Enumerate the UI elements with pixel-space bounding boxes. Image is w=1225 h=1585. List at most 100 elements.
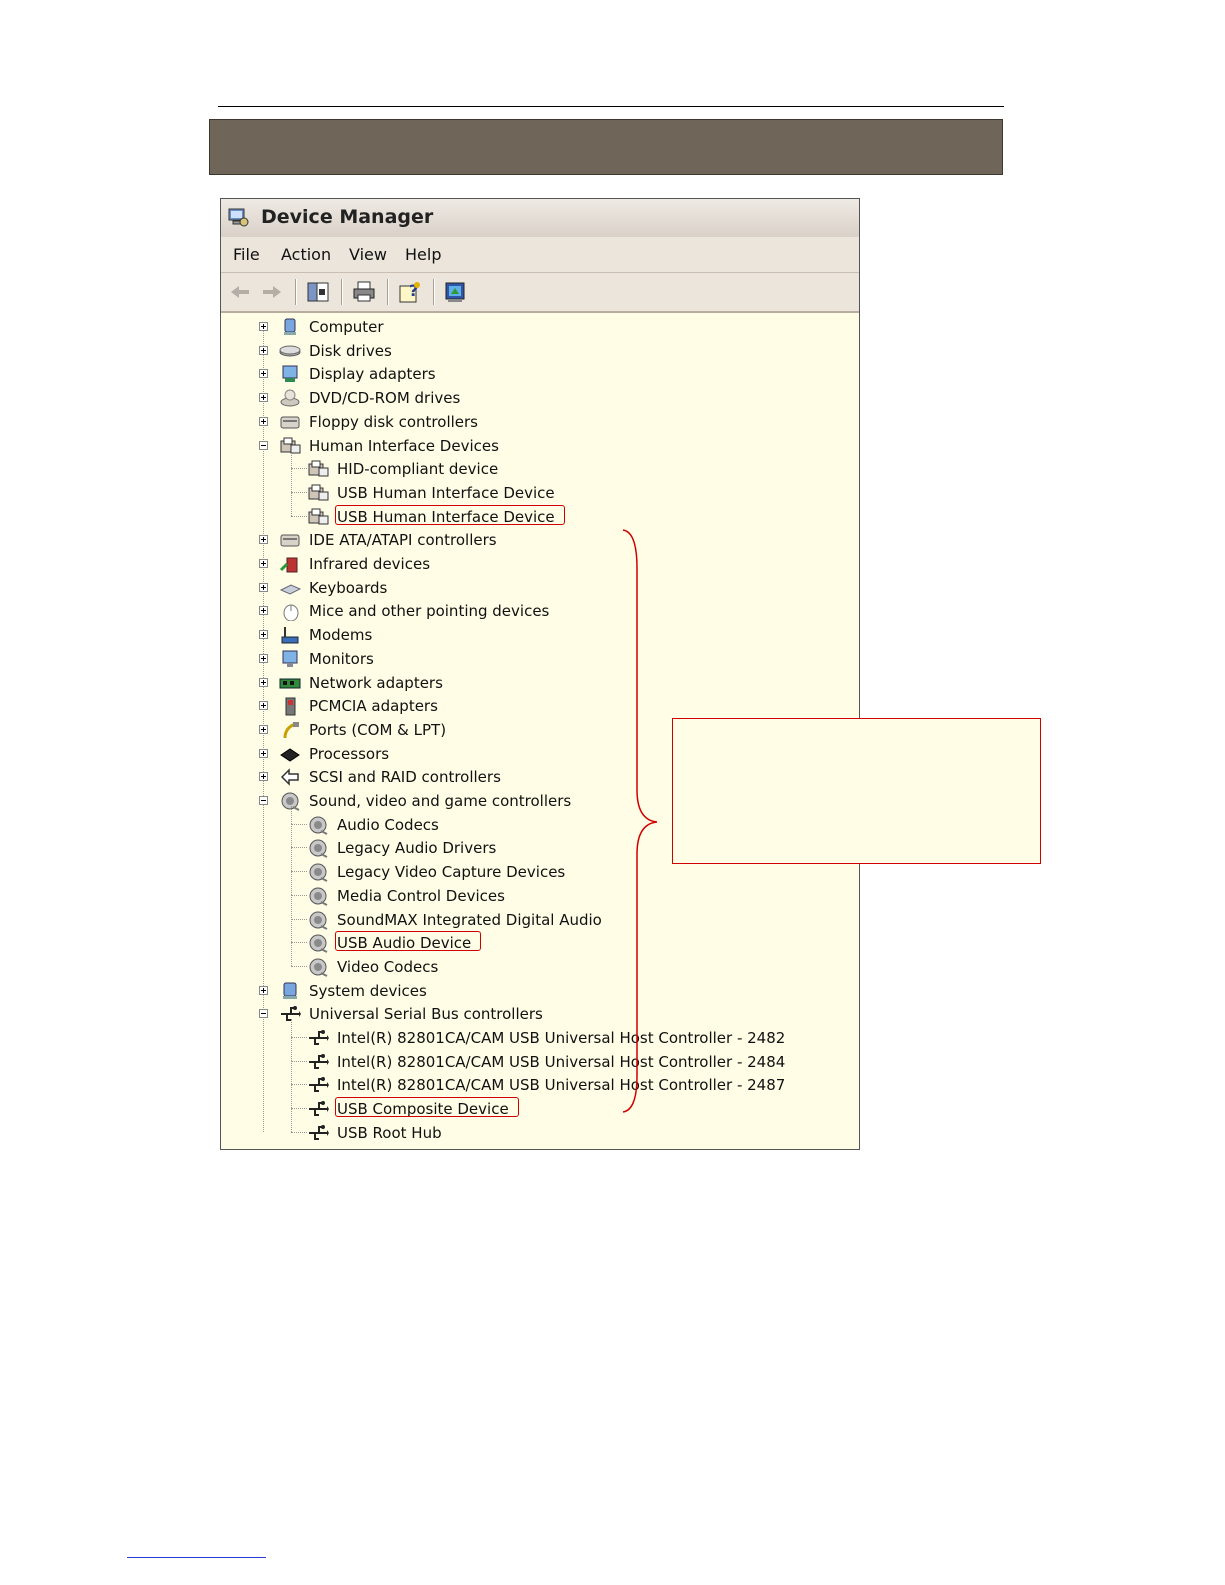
forward-arrow-icon[interactable]: [259, 280, 285, 304]
expand-icon[interactable]: [259, 677, 268, 687]
tree-category[interactable]: SCSI and RAID controllers: [221, 766, 859, 789]
tree-category[interactable]: Infrared devices: [221, 553, 859, 576]
tree-item-label: Infrared devices: [309, 555, 431, 573]
sound-icon: [309, 958, 328, 977]
usb-icon: [281, 1006, 301, 1022]
tree-item-label: SoundMAX Integrated Digital Audio: [337, 910, 602, 929]
tree-category[interactable]: Modems: [221, 624, 859, 647]
tree-device[interactable]: Media Control Devices: [221, 885, 859, 908]
menu-action[interactable]: Action: [281, 245, 332, 264]
expand-icon[interactable]: [259, 535, 268, 545]
processor-icon: [280, 747, 300, 762]
sound-icon: [309, 887, 328, 906]
controller-icon: [280, 534, 300, 547]
tree-category[interactable]: DVD/CD-ROM drives: [221, 387, 859, 410]
expand-icon[interactable]: [259, 701, 268, 711]
expand-icon[interactable]: [259, 369, 268, 379]
tree-category[interactable]: Computer: [221, 316, 859, 339]
tree-item-label: Sound, video and game controllers: [309, 792, 572, 810]
tree-category[interactable]: Mice and other pointing devices: [221, 600, 859, 623]
title-bar[interactable]: Device Manager: [221, 199, 859, 238]
tree-device[interactable]: Legacy Video Capture Devices: [221, 861, 859, 884]
expand-icon[interactable]: [259, 393, 268, 403]
scan-hardware-icon[interactable]: [443, 280, 469, 304]
tree-category[interactable]: Display adapters: [221, 363, 859, 386]
tree-item-label: Floppy disk controllers: [309, 412, 478, 431]
expand-icon[interactable]: [259, 748, 268, 758]
tree-device[interactable]: Video Codecs: [221, 956, 859, 979]
hid-icon: [308, 460, 329, 477]
menu-view[interactable]: View: [349, 245, 387, 264]
tree-device[interactable]: USB Audio Device: [221, 932, 859, 955]
tree-category[interactable]: Keyboards: [221, 577, 859, 600]
tree-category[interactable]: Ports (COM & LPT): [221, 719, 859, 742]
tree-connector-line: [291, 847, 292, 872]
tree-device[interactable]: Intel(R) 82801CA/CAM USB Universal Host …: [221, 1027, 859, 1050]
curly-brace-annotation: [622, 529, 658, 1113]
expand-icon[interactable]: [259, 606, 268, 616]
tree-connector-line: [291, 894, 307, 896]
tree-item-label: PCMCIA adapters: [309, 697, 438, 716]
tree-category[interactable]: Sound, video and game controllers: [221, 790, 859, 813]
tree-item-label: Intel(R) 82801CA/CAM USB Universal Host …: [337, 1029, 786, 1047]
menu-file[interactable]: File: [233, 245, 260, 264]
tree-device[interactable]: HID-compliant device: [221, 458, 859, 481]
tree-connector-line: [291, 1131, 307, 1133]
tree-device[interactable]: Intel(R) 82801CA/CAM USB Universal Host …: [221, 1051, 859, 1074]
tree-item-label: Media Control Devices: [337, 886, 505, 905]
print-icon[interactable]: [351, 280, 377, 304]
tree-connector-line: [291, 491, 292, 516]
expand-icon[interactable]: [259, 772, 268, 782]
tree-category[interactable]: Disk drives: [221, 340, 859, 363]
expand-icon[interactable]: [259, 985, 268, 995]
tree-device[interactable]: SoundMAX Integrated Digital Audio: [221, 909, 859, 932]
tree-connector-line: [291, 1060, 307, 1062]
collapse-icon[interactable]: [259, 796, 268, 805]
expand-icon[interactable]: [259, 630, 268, 640]
properties-help-icon[interactable]: ?: [397, 280, 423, 304]
tree-device[interactable]: USB Root Hub: [221, 1122, 859, 1145]
tree-device[interactable]: USB Composite Device: [221, 1098, 859, 1121]
keyboard-icon: [279, 584, 301, 595]
expand-icon[interactable]: [259, 416, 268, 426]
window-title: Device Manager: [261, 206, 434, 228]
tree-device[interactable]: USB Human Interface Device: [221, 482, 859, 505]
expand-icon[interactable]: [259, 724, 268, 734]
tree-category[interactable]: System devices: [221, 980, 859, 1003]
tree-category[interactable]: Monitors: [221, 648, 859, 671]
tree-item-label: Ports (COM & LPT): [309, 720, 447, 739]
tree-category[interactable]: Processors: [221, 743, 859, 766]
tree-category[interactable]: Human Interface Devices: [221, 435, 859, 458]
show-hide-tree-icon[interactable]: [305, 280, 331, 304]
device-manager-icon: [228, 208, 249, 227]
expand-icon[interactable]: [259, 322, 268, 331]
expand-icon[interactable]: [259, 653, 268, 663]
tree-device[interactable]: USB Human Interface Device: [221, 506, 859, 529]
expand-icon[interactable]: [259, 582, 268, 592]
tree-connector-line: [291, 1037, 307, 1038]
expand-icon[interactable]: [259, 345, 268, 355]
tree-item-label: Disk drives: [309, 341, 392, 360]
tree-item-label: USB Root Hub: [337, 1123, 442, 1142]
tree-category[interactable]: Network adapters: [221, 672, 859, 695]
tree-connector-line: [291, 468, 292, 492]
menu-help[interactable]: Help: [405, 245, 442, 264]
tree-category[interactable]: IDE ATA/ATAPI controllers: [221, 529, 859, 552]
expand-icon[interactable]: [259, 559, 268, 568]
tree-category[interactable]: Floppy disk controllers: [221, 411, 859, 434]
tree-item-label: Legacy Audio Drivers: [337, 839, 497, 858]
menu-bar: File Action View Help: [221, 237, 859, 273]
tree-category[interactable]: Universal Serial Bus controllers: [221, 1003, 859, 1026]
tree-device[interactable]: Legacy Audio Drivers: [221, 837, 859, 860]
tree-connector-line: [291, 965, 307, 967]
back-arrow-icon[interactable]: [227, 280, 253, 304]
tree-device[interactable]: Audio Codecs: [221, 814, 859, 837]
collapse-icon[interactable]: [259, 440, 268, 450]
tree-device[interactable]: Intel(R) 82801CA/CAM USB Universal Host …: [221, 1074, 859, 1097]
sound-icon: [309, 816, 328, 835]
tree-connector-line: [291, 918, 307, 920]
sound-icon: [309, 863, 328, 882]
collapse-icon[interactable]: [259, 1009, 268, 1019]
tree-item-label: Display adapters: [309, 365, 436, 384]
tree-category[interactable]: PCMCIA adapters: [221, 695, 859, 718]
